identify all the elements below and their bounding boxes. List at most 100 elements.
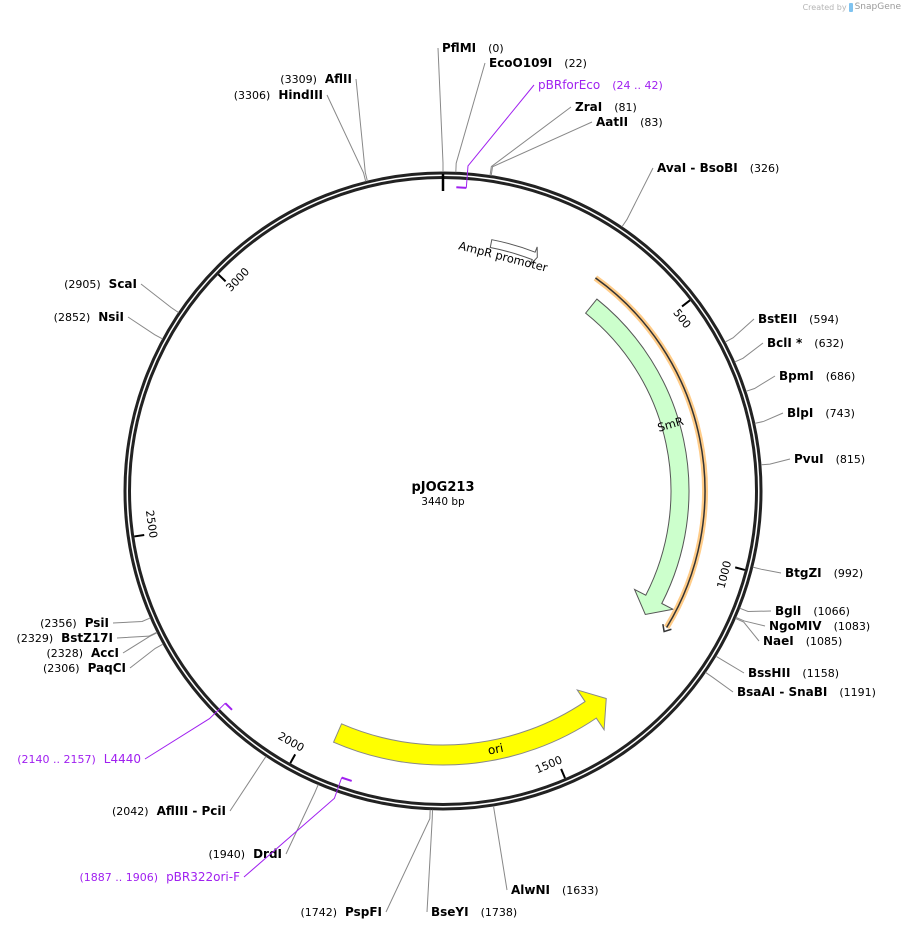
tick-label: 2000 xyxy=(276,730,307,755)
enzyme-site[interactable]: BclI *(632) xyxy=(734,336,844,363)
tick-label: 500 xyxy=(670,306,693,331)
enzyme-label: BstEII(594) xyxy=(758,312,839,326)
enzyme-leader-line xyxy=(326,94,367,182)
enzyme-leader-line xyxy=(285,784,319,855)
enzyme-site[interactable]: (3309) AflII xyxy=(280,72,368,182)
enzyme-site[interactable]: (2356)PsiI xyxy=(40,616,151,630)
enzyme-name: PspFI xyxy=(345,905,382,919)
enzyme-site[interactable]: BglI(1066) xyxy=(739,604,850,618)
enzyme-label: NaeI(1085) xyxy=(763,634,842,648)
enzyme-site[interactable]: BseYI (1738) xyxy=(426,809,518,919)
primer-bar xyxy=(341,776,353,782)
tick-mark xyxy=(734,566,746,571)
enzyme-site[interactable]: (1940)DrdI xyxy=(208,784,319,861)
enzyme-label: BtgZI(992) xyxy=(785,566,863,580)
enzyme-position: (1742) xyxy=(300,906,337,919)
enzyme-leader-line xyxy=(739,607,772,613)
enzyme-leader-line xyxy=(489,106,572,176)
enzyme-name: AvaI - BsoBI xyxy=(657,161,738,175)
enzyme-name: HindIII xyxy=(278,88,323,102)
enzyme-name: AatII xyxy=(596,115,628,129)
primer-name: pBR322ori-F xyxy=(166,870,240,884)
enzyme-site[interactable]: AatII(83) xyxy=(490,115,663,176)
enzyme-position: (2852) xyxy=(54,311,91,324)
primer-site[interactable]: (2140 .. 2157)L4440 xyxy=(17,702,233,766)
enzyme-site[interactable]: (2329)BstZ17I xyxy=(17,631,158,645)
enzyme-position: (3309) xyxy=(280,73,317,86)
enzyme-leader-line xyxy=(705,671,734,693)
enzyme-site[interactable]: (2328)AccI xyxy=(46,632,158,660)
enzyme-position: (1738) xyxy=(481,906,518,919)
enzyme-position: (22) xyxy=(564,57,587,70)
enzyme-label: (2356)PsiI xyxy=(40,616,109,630)
enzyme-site[interactable]: BlpI(743) xyxy=(754,406,855,424)
orf-arc[interactable] xyxy=(595,277,706,628)
feature-ampr-promoter[interactable] xyxy=(489,239,538,266)
enzyme-label: (2306)PaqCI xyxy=(43,661,126,675)
plasmid-name: pJOG213 xyxy=(411,480,474,495)
plasmid-length: 3440 bp xyxy=(421,496,465,508)
enzyme-site[interactable]: BsaAI - SnaBI(1191) xyxy=(705,671,876,699)
enzyme-name: PflMI xyxy=(442,41,476,55)
enzyme-name: BstZ17I xyxy=(61,631,113,645)
tick-mark xyxy=(560,768,566,779)
primer-range: (1887 .. 1906) xyxy=(80,871,159,884)
primer-labels: pBRforEco(24 .. 42) (2140 .. 2157)L4440 (1… xyxy=(17,78,663,884)
enzyme-leader-line xyxy=(752,566,782,574)
enzyme-site[interactable]: (2306)PaqCI xyxy=(43,643,164,675)
enzyme-site[interactable]: PvuI(815) xyxy=(760,452,865,466)
enzyme-label: (2042)AflIII - PciI xyxy=(112,804,226,818)
enzyme-position: (326) xyxy=(750,162,780,175)
enzyme-name: BseYI xyxy=(431,905,469,919)
enzyme-label: BpmI(686) xyxy=(779,369,855,383)
enzyme-leader-line xyxy=(760,458,791,466)
enzyme-leader-line xyxy=(745,375,776,392)
primer-name: L4440 xyxy=(104,752,141,766)
enzyme-label: PflMI(0) xyxy=(442,41,504,55)
enzyme-site[interactable]: NgoMIV(1083) xyxy=(735,616,870,633)
enzyme-leader-line xyxy=(621,167,654,228)
enzyme-name: DrdI xyxy=(253,847,282,861)
enzyme-site[interactable]: ZraI(81) xyxy=(489,100,637,176)
enzyme-site[interactable]: AvaI - BsoBI (326) xyxy=(621,161,780,228)
enzyme-site[interactable]: (2852)NsiI xyxy=(54,310,163,340)
enzyme-name: AflII xyxy=(325,72,352,86)
enzyme-site[interactable]: BstEII(594) xyxy=(724,312,839,343)
enzyme-site[interactable]: (1742) PspFI xyxy=(300,809,431,919)
enzyme-position: (2042) xyxy=(112,805,149,818)
primer-leader-line xyxy=(243,777,343,878)
enzyme-name: BsaAI - SnaBI xyxy=(737,685,827,699)
enzyme-site[interactable]: (3306)HindIII xyxy=(234,88,367,182)
enzyme-site[interactable]: BssHII(1158) xyxy=(715,655,839,680)
enzyme-site[interactable]: NaeI(1085) xyxy=(735,617,842,648)
enzyme-label: (1742) PspFI xyxy=(300,905,382,919)
enzyme-leader-line xyxy=(455,62,486,173)
enzyme-label: NgoMIV(1083) xyxy=(769,619,870,633)
enzyme-leader-line xyxy=(127,316,163,340)
enzyme-label: (2329)BstZ17I xyxy=(17,631,113,645)
primer-label: (1887 .. 1906) pBR322ori-F xyxy=(80,870,241,884)
enzyme-site[interactable]: (2905)ScaI xyxy=(64,277,179,313)
enzyme-name: AlwNI xyxy=(511,883,550,897)
primer-site[interactable]: pBRforEco(24 .. 42) xyxy=(456,78,663,189)
feature-smr[interactable] xyxy=(584,298,690,616)
enzyme-site[interactable]: EcoO109I(22) xyxy=(455,56,587,173)
enzyme-position: (1083) xyxy=(834,620,871,633)
enzyme-name: BglI xyxy=(775,604,801,618)
feature-label: ori xyxy=(487,741,505,758)
enzyme-site[interactable]: AlwNI(1633) xyxy=(492,805,599,897)
enzyme-site[interactable]: PflMI(0) xyxy=(437,41,504,172)
enzyme-leader-line xyxy=(385,809,431,913)
snapgene-logo-icon xyxy=(848,2,853,12)
enzyme-site[interactable]: BpmI(686) xyxy=(745,369,855,392)
enzyme-site[interactable]: (2042)AflIII - PciI xyxy=(112,756,267,818)
enzyme-site[interactable]: BtgZI(992) xyxy=(752,566,863,580)
enzyme-label: BsaAI - SnaBI(1191) xyxy=(737,685,876,699)
enzyme-leader-line xyxy=(724,318,755,343)
feature-ori[interactable] xyxy=(332,689,607,766)
primer-name: pBRforEco xyxy=(538,78,600,92)
primer-site[interactable]: (1887 .. 1906) pBR322ori-F xyxy=(80,776,353,884)
